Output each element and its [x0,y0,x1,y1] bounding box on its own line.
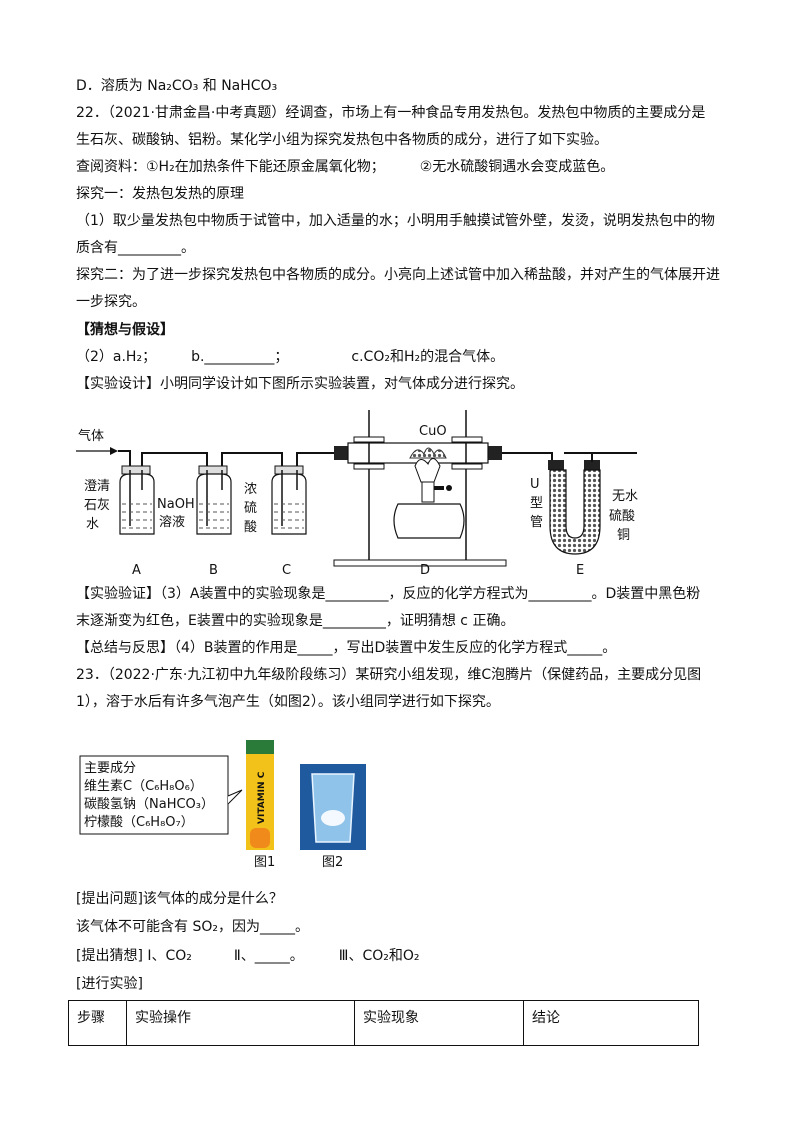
q23-intro-1: 23．（2022·广东·九江初中九年级阶段练习）某研究小组发现，维C泡腾片（保健… [76,667,702,683]
svg-text:水: 水 [86,517,99,532]
header-phenomenon: 实验现象 [354,1000,524,1046]
experiment-title: [进行实验] [76,976,143,992]
q22-reference: 查阅资料：①H₂在加热条件下能还原金属氧化物； ②无水硫酸铜遇水会变成蓝色。 [76,159,615,175]
header-operation: 实验操作 [126,1000,355,1046]
svg-text:U: U [530,477,540,492]
table-header-row: 步骤 实验操作 实验现象 结论 [68,1000,699,1046]
bottle-c [271,465,307,535]
q22-part1-a: （1）取少量发热包中物质于试管中，加入适量的水；小明用手触摸试管外壁，发烫，说明… [76,213,715,229]
svg-text:管: 管 [530,515,543,530]
fig2-caption: 图2 [322,855,343,870]
svg-text:主要成分: 主要成分 [84,761,136,776]
svg-text:硫: 硫 [244,501,257,516]
svg-text:NaOH: NaOH [157,497,195,512]
question-line: [提出问题]该气体的成分是什么？ [76,891,283,907]
svg-text:澄清: 澄清 [84,479,110,494]
hypothesis-title: 【猜想与假设】 [76,322,174,338]
option-d: D．溶质为 Na₂CO₃ 和 NaHCO₃ [76,78,278,94]
q22-part2: （2）a.H₂； b.__________； c.CO₂和H₂的混合气体。 [76,349,505,365]
verify-line-2: 末逐渐变为红色，E装置中的实验现象是_________，证明猜想 c 正确。 [76,613,515,629]
combustion-apparatus-d [333,410,507,567]
svg-text:柠檬酸（C₆H₈O₇）: 柠檬酸（C₆H₈O₇） [84,815,194,830]
svg-text:碳酸氢钠（NaHCO₃）: 碳酸氢钠（NaHCO₃） [84,797,214,812]
svg-text:型: 型 [530,496,543,511]
reflection-line: 【总结与反思】（4）B装置的作用是_____，写出D装置中发生反应的化学方程式_… [76,640,617,656]
fig1-caption: 图1 [254,855,275,870]
figures-1-2: 主要成分 维生素C（C₆H₈O₆） 碳酸氢钠（NaHCO₃） 柠檬酸（C₆H₈O… [79,740,366,870]
svg-text:气体: 气体 [78,428,104,444]
svg-text:酸: 酸 [244,520,257,535]
guess-line: [提出猜想] Ⅰ、CO₂ Ⅱ、_____。 Ⅲ、CO₂和O₂ [76,948,420,964]
svg-text:VITAMIN C: VITAMIN C [257,771,267,824]
q22-intro-1: 22．（2021·甘肃金昌·中考真题）经调查，市场上有一种食品专用发热包。发热包… [76,105,706,121]
experiment-table: 步骤 实验操作 实验现象 结论 [68,1000,699,1046]
bottle-b [196,465,232,535]
glass-photo [300,764,366,850]
header-step: 步骤 [68,1000,127,1046]
label-b: B [209,563,218,578]
label-e: E [576,563,584,578]
svg-text:溶液: 溶液 [159,515,185,530]
q23-intro-2: 1），溶于水后有许多气泡产生（如图2）。该小组同学进行如下探究。 [76,694,500,710]
svg-text:浓: 浓 [244,482,257,497]
so2-line: 该气体不可能含有 SO₂，因为_____。 [76,919,309,935]
design-line: 【实验设计】小明同学设计如下图所示实验装置，对气体成分进行探究。 [76,376,524,392]
label-c: C [282,563,291,578]
q22-intro-2: 生石灰、碳酸钠、铝粉。某化学小组为探究发热包中各物质的成分，进行了如下实验。 [76,132,608,148]
svg-text:无水: 无水 [612,489,638,504]
explore-2-a: 探究二：为了进一步探究发热包中各物质的成分。小亮向上述试管中加入稀盐酸，并对产生… [76,267,720,283]
bottle-a [119,465,155,535]
explore-2-b: 一步探究。 [76,294,146,310]
vitamin-c-tube: VITAMIN C [246,740,274,850]
svg-text:硫酸: 硫酸 [609,509,635,524]
svg-text:铜: 铜 [617,528,630,543]
apparatus-diagram: 气体 澄清 石灰 水 NaOH 溶液 浓 硫 酸 [76,410,638,578]
svg-text:CuO: CuO [419,424,447,439]
explore-1-title: 探究一：发热包发热的原理 [76,186,244,202]
ingredient-box: 主要成分 维生素C（C₆H₈O₆） 碳酸氢钠（NaHCO₃） 柠檬酸（C₆H₈O… [79,755,243,835]
verify-line-1: 【实验验证】（3）A装置中的实验现象是_________，反应的化学方程式为__… [76,586,701,602]
q22-part1-b: 质含有_________。 [76,240,195,256]
header-conclusion: 结论 [523,1000,699,1046]
label-a: A [132,563,141,578]
svg-text:石灰: 石灰 [84,498,110,513]
svg-text:维生素C（C₆H₈O₆）: 维生素C（C₆H₈O₆） [84,779,203,794]
u-tube-e [548,452,637,555]
label-d: D [420,563,430,578]
